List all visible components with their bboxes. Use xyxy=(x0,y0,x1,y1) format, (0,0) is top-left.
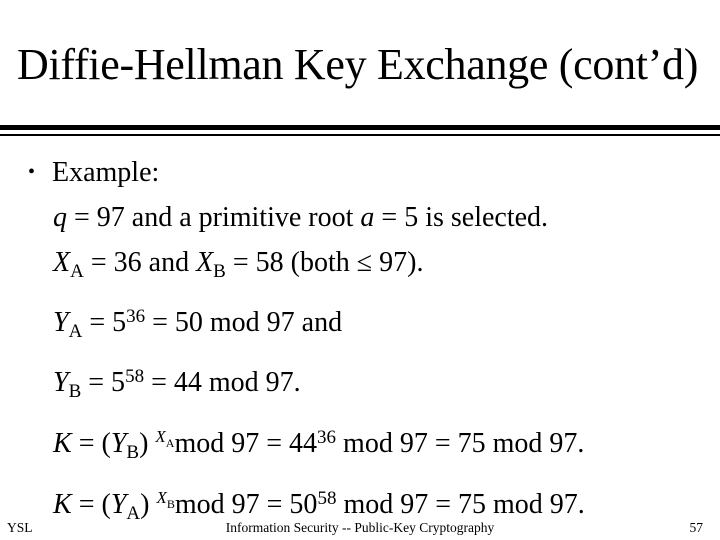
math-line: q = 97 and a primitive root a = 5 is sel… xyxy=(53,202,549,233)
slide-title: Diffie-Hellman Key Exchange (cont’d) xyxy=(17,40,699,89)
title-divider-rule xyxy=(0,125,720,136)
math-line: YB = 558 = 44 mod 97. xyxy=(53,366,301,402)
math-lines-container: q = 97 and a primitive root a = 5 is sel… xyxy=(28,195,712,540)
footer-course-title: Information Security -- Public-Key Crypt… xyxy=(225,520,495,535)
slide-body: • Example: q = 97 and a primitive root a … xyxy=(28,150,712,540)
bullet-line: • Example: xyxy=(28,150,712,195)
bullet-marker: • xyxy=(28,161,36,183)
math-line: K = (YB) XAmod 97 = 4436 mod 97 = 75 mod… xyxy=(53,427,585,463)
example-heading: Example: xyxy=(52,157,160,188)
math-line: K = (YA) XBmod 97 = 5058 mod 97 = 75 mod… xyxy=(53,488,585,524)
footer-author: YSL xyxy=(7,520,33,535)
footer-page-number: 57 xyxy=(689,520,704,535)
slide-footer: YSL Information Security -- Public-Key C… xyxy=(0,519,720,537)
math-line: YA = 536 = 50 mod 97 and xyxy=(53,306,343,342)
math-line: XA = 36 and XB = 58 (both ≤ 97). xyxy=(53,247,424,282)
